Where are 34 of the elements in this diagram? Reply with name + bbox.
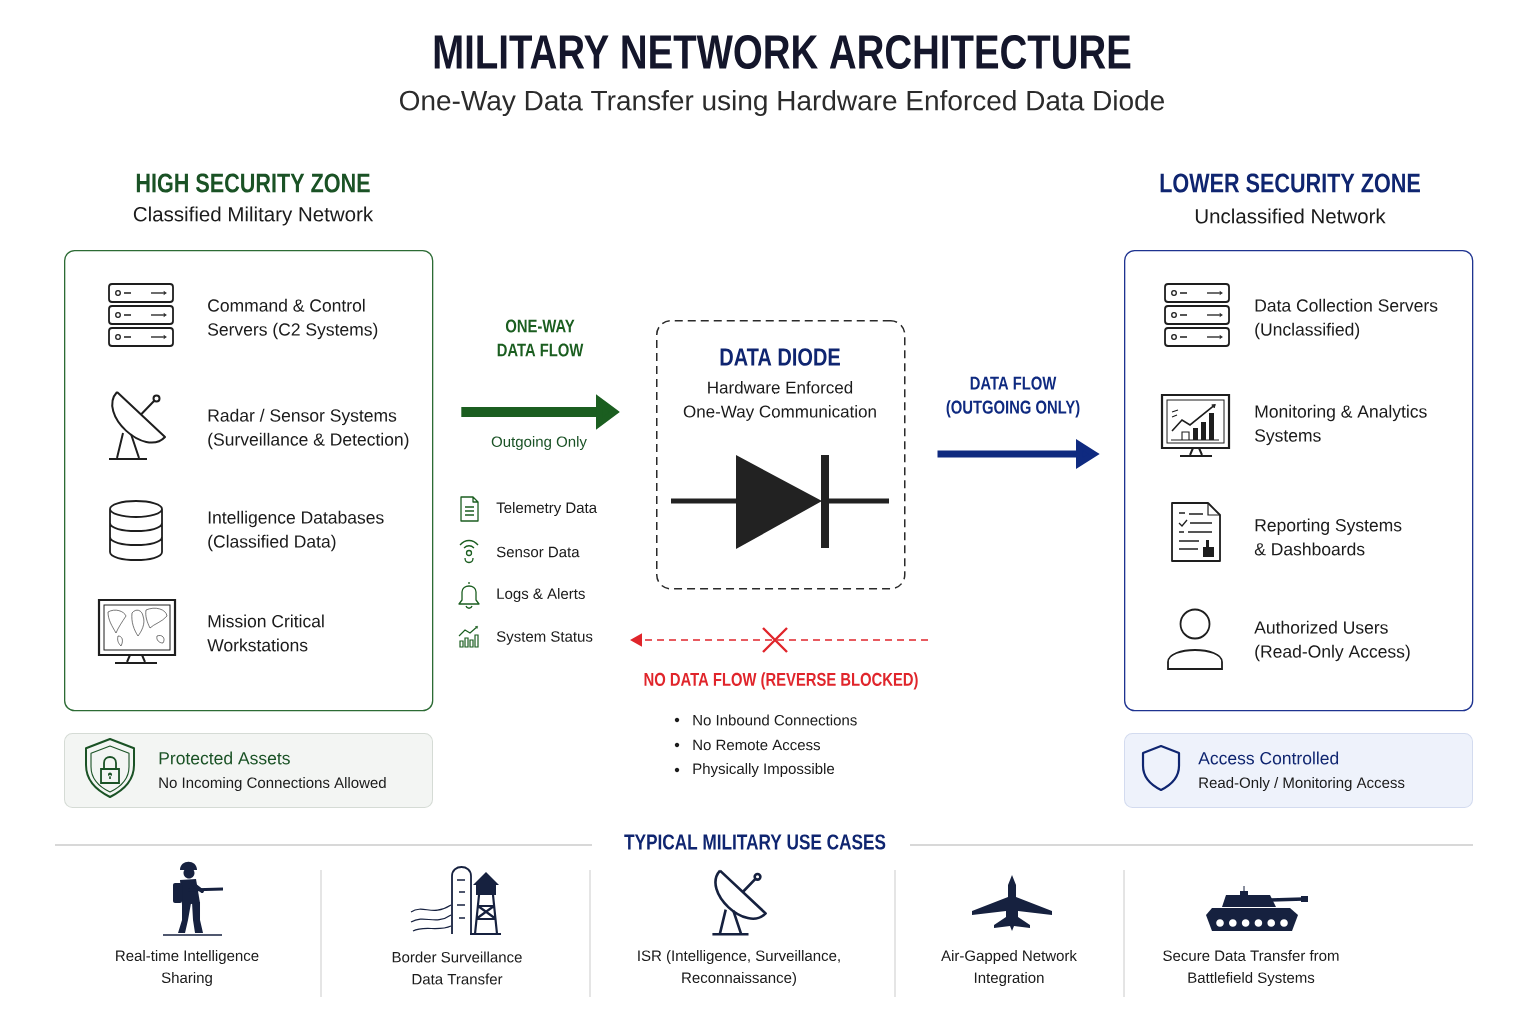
warning-label: NO DATA FLOW (REVERSE BLOCKED)	[644, 672, 918, 690]
flow-note: Outgoing Only	[491, 436, 587, 450]
diode-box: DATA DIODE Hardware Enforced One-Way Communication	[656, 320, 906, 590]
edge-label: DATA FLOW (OUTGOING ONLY)	[945, 376, 1081, 418]
system-label: Reporting Systems & Dashboards	[1254, 518, 1402, 556]
zone-subtitle: Classified Military Network	[133, 206, 374, 226]
system-label: Command & Control Servers (C2 Systems)	[208, 298, 378, 340]
zone-heading: LOWER SECURITY ZONE	[1160, 173, 1420, 193]
info-card: Access Controlled Read-Only / Monitoring Access	[1124, 733, 1473, 808]
system-label: Data Collection Servers (Unclassified)	[1255, 298, 1438, 340]
data-type-label: Telemetry Data	[496, 502, 598, 516]
use-case-label: Real-time Intelligence Sharing	[116, 950, 259, 986]
zone-heading: HIGH SECURITY ZONE	[136, 173, 370, 193]
use-case-label: Border Surveillance Data Transfer	[392, 951, 522, 985]
zone-subtitle: Unclassified Network	[1195, 208, 1386, 224]
data-type-label: Logs & Alerts	[497, 588, 585, 602]
info-card: Protected Assets No Incoming Connections Allowed	[64, 733, 433, 808]
bullet-text: No Remote Access	[693, 739, 820, 751]
bullet-text: No Inbound Connections	[693, 714, 857, 726]
system-label: Authorized Users (Read-Only Access)	[1254, 620, 1410, 662]
system-label: Radar / Sensor Systems (Surveillance & Detection)	[208, 408, 409, 450]
data-type-label: Sensor Data	[496, 546, 580, 558]
edge-label: ONE-WAY DATA FLOW	[496, 319, 584, 357]
use-case-label: ISR (Intelligence, Surveillance, Reconnaissance)	[638, 950, 840, 986]
data-type-label: System Status	[496, 631, 593, 645]
system-label: Intelligence Databases (Classified Data)	[208, 510, 384, 552]
use-case-label: Air-Gapped Network Integration	[941, 950, 1077, 986]
subtitle: One-Way Data Transfer using Hardware Enforced Data Diode	[400, 89, 1164, 117]
bullet-text: Physically Impossible	[693, 763, 835, 777]
title: MILITARY NETWORK ARCHITECTURE	[434, 35, 1131, 69]
system-label: Mission Critical Workstations	[207, 614, 324, 652]
use-case-label: Secure Data Transfer from Battlefield Systems	[1163, 950, 1339, 986]
section-heading: TYPICAL MILITARY USE CASES	[624, 834, 886, 850]
system-label: Monitoring & Analytics Systems	[1255, 404, 1427, 446]
